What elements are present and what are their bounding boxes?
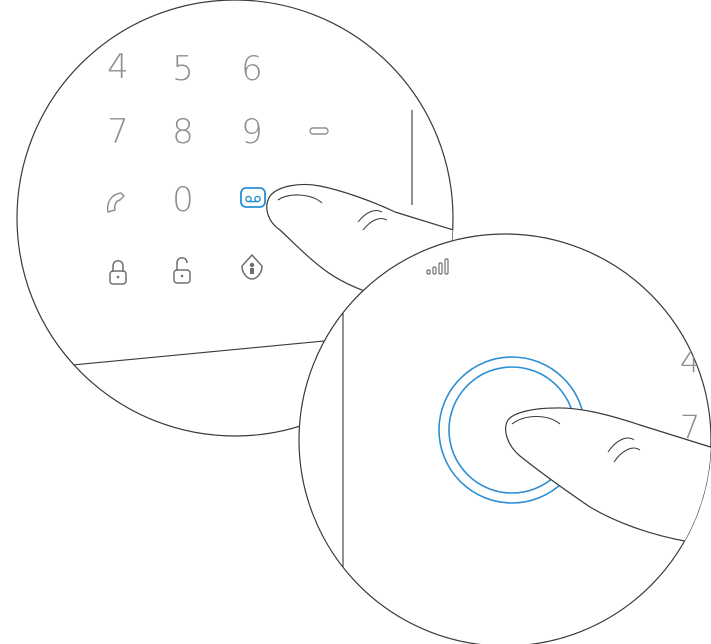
keypad-digit-0[interactable]: 0 [172,180,194,220]
keypad-digit-4[interactable]: 4 [107,47,129,87]
keypad-digit-5[interactable]: 5 [172,49,194,89]
keypad-digit-6[interactable]: 6 [241,49,263,89]
keypad-digit-8[interactable]: 8 [172,112,194,152]
keypad-digit-9[interactable]: 9 [241,112,263,152]
sensor-closeup: 4 7 [299,234,711,644]
keypad-digit-7[interactable]: 7 [107,112,129,152]
edge-digit-4: 4 [680,342,700,380]
